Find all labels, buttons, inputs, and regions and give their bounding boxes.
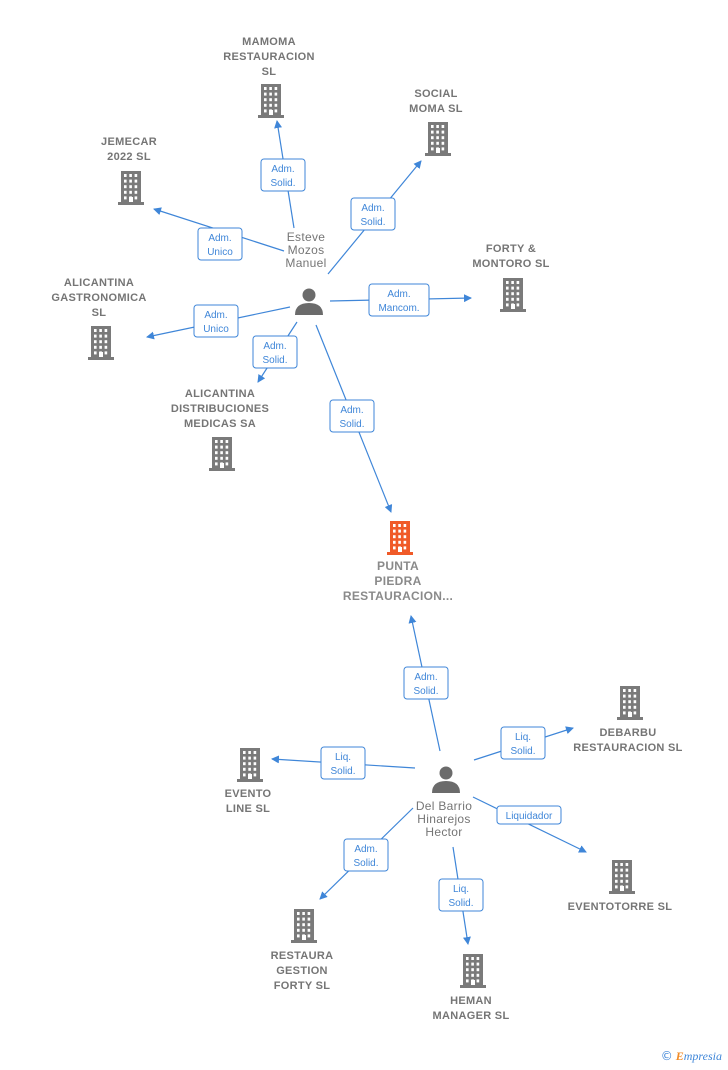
company-name: EVENTOTORRE SL bbox=[568, 901, 673, 913]
company-name: DEBARBU bbox=[599, 727, 656, 739]
relation-label-text: Solid. bbox=[270, 178, 295, 189]
company-name: ALICANTINA bbox=[64, 277, 134, 289]
relation-label: Adm. Solid. bbox=[329, 399, 375, 433]
relation-label: Adm. Mancom. bbox=[368, 283, 430, 317]
building-icon bbox=[617, 686, 643, 720]
relation-label-text: Adm. bbox=[263, 341, 286, 352]
person-name: Manuel bbox=[285, 256, 326, 270]
person-icon bbox=[295, 288, 323, 315]
building-icon bbox=[237, 748, 263, 782]
company-name: MONTORO SL bbox=[472, 258, 549, 270]
relation-label-text: Adm. bbox=[208, 233, 231, 244]
relation-label-text: Adm. bbox=[387, 289, 410, 300]
relation-label-text: Solid. bbox=[448, 898, 473, 909]
nodes-layer: MAMOMA RESTAURACION SL SOCIAL MOMA SL JEMECAR… bbox=[51, 36, 682, 1022]
relation-label: Adm. Solid. bbox=[403, 666, 449, 700]
person-name: Hinarejos bbox=[417, 812, 470, 826]
company-name: MOMA SL bbox=[409, 103, 463, 115]
relation-label-text: Solid. bbox=[339, 419, 364, 430]
relation-label: Adm. Solid. bbox=[350, 197, 396, 231]
relation-label-text: Adm. bbox=[271, 164, 294, 175]
relation-label-text: Unico bbox=[203, 324, 229, 335]
relation-label-text: Solid. bbox=[413, 686, 438, 697]
company-name: RESTAURACION SL bbox=[573, 742, 682, 754]
relation-label-text: Liq. bbox=[453, 884, 469, 895]
person-name: Del Barrio bbox=[416, 799, 472, 813]
relation-label-text: Solid. bbox=[330, 766, 355, 777]
relation-label: Adm. Unico bbox=[197, 227, 243, 261]
company-name: MANAGER SL bbox=[433, 1010, 510, 1022]
building-icon bbox=[387, 521, 413, 555]
relation-label-text: Adm. bbox=[204, 310, 227, 321]
building-icon bbox=[88, 326, 114, 360]
building-icon bbox=[609, 860, 635, 894]
company-name: MEDICAS SA bbox=[184, 418, 256, 430]
company-name: SL bbox=[92, 307, 107, 319]
company-name: RESTAURACION bbox=[223, 51, 314, 63]
relation-label: Liq. Solid. bbox=[438, 878, 484, 912]
relation-label-text: Liq. bbox=[335, 752, 351, 763]
company-name: GESTION bbox=[276, 965, 328, 977]
relation-label: Liquidador bbox=[496, 805, 562, 825]
relation-label-text: Adm. bbox=[340, 405, 363, 416]
building-icon bbox=[209, 437, 235, 471]
company-name: EVENTO bbox=[225, 788, 272, 800]
company-name: RESTAURACION... bbox=[343, 589, 453, 603]
company-name: MAMOMA bbox=[242, 36, 296, 48]
relation-label-text: Adm. bbox=[414, 672, 437, 683]
relation-label-text: Liq. bbox=[515, 732, 531, 743]
company-name: FORTY & bbox=[486, 243, 536, 255]
relation-label: Adm. Unico bbox=[193, 304, 239, 338]
building-icon bbox=[258, 84, 284, 118]
relation-label: Adm. Solid. bbox=[343, 838, 389, 872]
relation-label: Adm. Solid. bbox=[260, 158, 306, 192]
company-name: FORTY SL bbox=[274, 980, 331, 992]
person-name: Esteve bbox=[287, 230, 326, 244]
relation-label-text: Solid. bbox=[360, 217, 385, 228]
edge-labels-layer: Adm.Solid.Adm.Solid.Adm.UnicoAdm.Mancom.… bbox=[193, 158, 562, 912]
company-name: ALICANTINA bbox=[185, 388, 255, 400]
relation-label-text: Unico bbox=[207, 247, 233, 258]
relation-label-text: Solid. bbox=[262, 355, 287, 366]
relation-label-text: Liquidador bbox=[506, 811, 553, 822]
relation-label: Liq. Solid. bbox=[320, 746, 366, 780]
building-icon bbox=[425, 122, 451, 156]
brand-name: mpresia bbox=[683, 1049, 722, 1063]
relation-label-text: Mancom. bbox=[378, 303, 419, 314]
building-icon bbox=[500, 278, 526, 312]
person-icon bbox=[432, 766, 460, 793]
relation-label-text: Solid. bbox=[510, 746, 535, 757]
relation-label-text: Adm. bbox=[354, 844, 377, 855]
company-name: SL bbox=[262, 66, 277, 78]
company-name: PUNTA bbox=[377, 559, 419, 573]
company-name: LINE SL bbox=[226, 803, 270, 815]
company-name: HEMAN bbox=[450, 995, 492, 1007]
person-name: Mozos bbox=[288, 243, 325, 257]
relation-label: Adm. Solid. bbox=[252, 335, 298, 369]
company-name: JEMECAR bbox=[101, 136, 157, 148]
company-name: RESTAURA bbox=[271, 950, 334, 962]
building-icon bbox=[118, 171, 144, 205]
company-name: DISTRIBUCIONES bbox=[171, 403, 269, 415]
copyright-icon: © bbox=[660, 1049, 673, 1063]
company-name: PIEDRA bbox=[374, 574, 421, 588]
building-icon bbox=[291, 909, 317, 943]
brand-initial: E bbox=[675, 1049, 684, 1063]
relation-label-text: Adm. bbox=[361, 203, 384, 214]
company-name: GASTRONOMICA bbox=[51, 292, 146, 304]
person-name: Hector bbox=[425, 825, 462, 839]
relation-label-text: Solid. bbox=[353, 858, 378, 869]
brand-watermark: © Empresia bbox=[661, 1049, 722, 1064]
building-icon bbox=[460, 954, 486, 988]
relation-label: Liq. Solid. bbox=[500, 726, 546, 760]
company-name: 2022 SL bbox=[107, 151, 151, 163]
company-name: SOCIAL bbox=[414, 88, 457, 100]
